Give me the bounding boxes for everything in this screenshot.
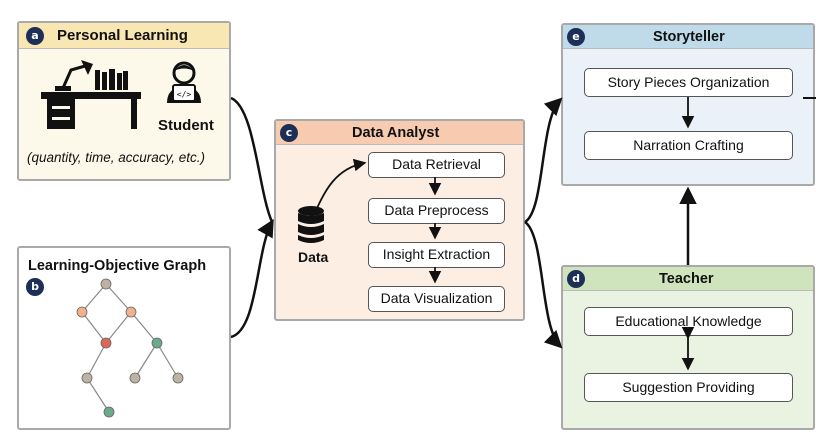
graph-node — [100, 278, 112, 290]
step-narration-crafting: Narration Crafting — [584, 131, 793, 160]
personal-learning-caption: (quantity, time, accuracy, etc.) — [27, 150, 206, 165]
arrow-personal-to-analyst — [230, 96, 274, 223]
teacher-title: Teacher — [659, 271, 714, 287]
learning-objective-graph-panel: Learning-Objective Graph b — [17, 246, 231, 430]
arrow-graph-to-analyst — [230, 218, 274, 339]
graph-tree — [76, 278, 184, 418]
desk-lamp-icon — [41, 60, 141, 129]
badge-e: e — [567, 28, 585, 46]
arrow-analyst-to-teacher — [524, 220, 563, 349]
step-suggestion-providing: Suggestion Providing — [584, 373, 793, 402]
graph-node — [100, 337, 112, 349]
badge-d: d — [567, 270, 585, 288]
storyteller-panel: e Storyteller Story Pieces Organization … — [561, 23, 815, 186]
graph-node — [76, 306, 88, 318]
arrow-data-to-retrieval — [311, 158, 367, 219]
badge-c: c — [280, 124, 298, 142]
learning-objective-graph-title: Learning-Objective Graph — [28, 258, 207, 274]
arrow-analyst-to-storyteller — [524, 97, 563, 224]
personal-learning-title: Personal Learning — [57, 27, 188, 44]
storyteller-title: Storyteller — [653, 29, 725, 45]
graph-node — [125, 306, 137, 318]
graph-node — [81, 372, 93, 384]
step-data-visualization: Data Visualization — [368, 286, 505, 312]
graph-node — [103, 406, 115, 418]
graph-node — [129, 372, 141, 384]
data-analyst-panel: c Data Analyst Data Data Retrieval Data … — [274, 119, 525, 321]
data-label: Data — [298, 249, 329, 265]
student-label: Student — [158, 117, 214, 134]
graph-node — [151, 337, 163, 349]
step-story-pieces-organization: Story Pieces Organization — [584, 68, 793, 97]
graph-node — [172, 372, 184, 384]
svg-text:</>: </> — [177, 90, 192, 99]
badge-b: b — [26, 278, 44, 296]
data-analyst-header — [276, 121, 523, 145]
student-laptop-icon: </> — [167, 61, 201, 103]
personal-learning-panel: a Personal Learning </> Student (quantit… — [17, 21, 231, 181]
books-icon — [95, 69, 128, 90]
storyteller-header — [563, 25, 813, 49]
badge-a: a — [26, 27, 44, 45]
personal-learning-header — [19, 23, 229, 49]
teacher-header — [563, 267, 813, 291]
step-data-preprocess: Data Preprocess — [368, 198, 505, 224]
step-data-retrieval: Data Retrieval — [368, 152, 505, 178]
data-analyst-title: Data Analyst — [352, 125, 440, 141]
step-insight-extraction: Insight Extraction — [368, 242, 505, 268]
